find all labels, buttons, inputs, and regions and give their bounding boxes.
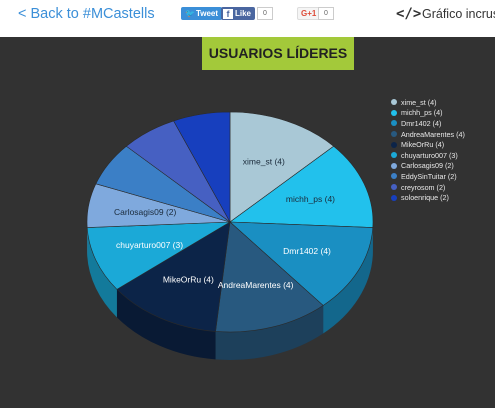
slice-label-Dmr1402: Dmr1402 (4) [283, 246, 331, 256]
legend-label: EddySinTuitar (2) [401, 171, 457, 181]
back-link[interactable]: < Back to #MCastells [18, 6, 155, 22]
chart-title: USUARIOS LÍDERES [202, 37, 354, 70]
legend-label: Carlosagis09 (2) [401, 161, 454, 171]
pie-slice-side-chuyarturo007 [87, 227, 117, 318]
legend-swatch [391, 99, 397, 106]
facebook-icon: f [223, 9, 233, 19]
legend-item-creyrosom[interactable]: creyrosom (2) [391, 182, 465, 193]
legend-label: michh_ps (4) [401, 108, 443, 118]
legend-swatch [391, 120, 397, 127]
legend-item-EddySinTuitar[interactable]: EddySinTuitar (2) [391, 171, 465, 182]
gplus-count: 0 [318, 7, 334, 20]
legend-swatch [391, 173, 397, 180]
pie-slice-AndreaMarentes[interactable] [215, 221, 324, 333]
pie-slice-xime_st[interactable] [229, 111, 335, 223]
pie-slice-michh_ps[interactable] [229, 145, 374, 228]
twitter-bird-icon: 🐦 [185, 9, 195, 18]
tweet-button[interactable]: 🐦Tweet [181, 7, 223, 20]
legend-label: soloenrique (2) [401, 193, 449, 203]
legend-item-soloenrique[interactable]: soloenrique (2) [391, 192, 465, 203]
slice-label-xime_st: xime_st (4) [243, 156, 285, 166]
slice-label-AndreaMarentes: AndreaMarentes (4) [218, 280, 294, 290]
embed-label[interactable]: Gráfico incrust [422, 7, 495, 21]
slice-label-michh_ps: michh_ps (4) [286, 194, 335, 204]
legend-label: creyrosom (2) [401, 182, 446, 192]
legend-swatch [391, 109, 397, 116]
legend-label: Dmr1402 (4) [401, 118, 442, 128]
embed-code-icon[interactable]: </> [396, 6, 422, 22]
pie-slice-MikeOrRu[interactable] [116, 221, 231, 332]
legend-swatch [391, 162, 397, 169]
tweet-label: Tweet [195, 9, 219, 18]
pie-slice-chuyarturo007[interactable] [86, 221, 231, 290]
pie-slice-soloenrique[interactable] [173, 111, 231, 224]
legend-label: chuyarturo007 (3) [401, 150, 458, 160]
legend-swatch [391, 152, 397, 159]
pie-slice-side-MikeOrRu [116, 289, 216, 360]
pie-slice-side-Dmr1402 [323, 227, 373, 334]
pie-sides [87, 222, 373, 361]
legend-item-michh_ps[interactable]: michh_ps (4) [391, 108, 465, 119]
legend-item-xime_st[interactable]: xime_st (4) [391, 97, 465, 108]
pie-slice-Dmr1402[interactable] [229, 221, 374, 306]
slice-label-chuyarturo007: chuyarturo007 (3) [116, 240, 183, 250]
legend-label: MikeOrRu (4) [401, 140, 445, 150]
legend-swatch [391, 141, 397, 148]
pie-tops [86, 111, 374, 333]
slice-label-MikeOrRu: MikeOrRu (4) [163, 275, 214, 285]
legend-swatch [391, 184, 397, 191]
legend-item-chuyarturo007[interactable]: chuyarturo007 (3) [391, 150, 465, 161]
legend-label: xime_st (4) [401, 97, 437, 107]
pie-slice-side-AndreaMarentes [215, 305, 324, 361]
like-label: Like [235, 9, 252, 18]
legend-item-MikeOrRu[interactable]: MikeOrRu (4) [391, 139, 465, 150]
pie-chart: xime_st (4) michh_ps (4) Dmr1402 (4) Andrea… [86, 111, 374, 361]
legend-swatch [391, 194, 397, 201]
legend-item-Carlosagis09[interactable]: Carlosagis09 (2) [391, 161, 465, 172]
pie-labels: xime_st (4) michh_ps (4) Dmr1402 (4) Andrea… [114, 156, 335, 290]
google-plus-button[interactable]: G+1 [297, 7, 321, 20]
legend-item-AndreaMarentes[interactable]: AndreaMarentes (4) [391, 129, 465, 140]
legend-swatch [391, 131, 397, 138]
slice-label-Carlosagis09: Carlosagis09 (2) [114, 207, 177, 217]
legend-label: AndreaMarentes (4) [401, 129, 465, 139]
chart-legend: xime_st (4)michh_ps (4)Dmr1402 (4)Andrea… [391, 97, 465, 203]
like-count: 0 [257, 7, 273, 20]
legend-item-Dmr1402[interactable]: Dmr1402 (4) [391, 118, 465, 129]
